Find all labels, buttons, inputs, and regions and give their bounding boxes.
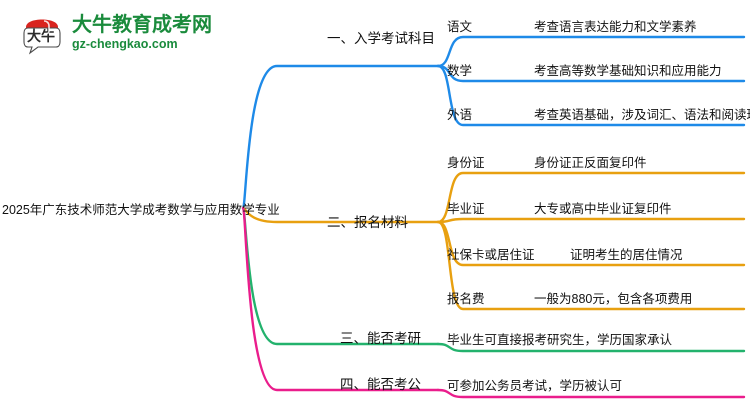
leaf-key-1-2[interactable]: 数学	[447, 64, 473, 78]
leaf-key-1-3[interactable]: 外语	[447, 108, 473, 122]
leaf-key-1-1[interactable]: 语文	[447, 20, 473, 34]
leaf-key-2-1[interactable]: 身份证	[447, 156, 485, 170]
leaf-value-4-1[interactable]: 可参加公务员考试，学历被认可	[447, 379, 623, 393]
leaf-value-1-1[interactable]: 考查语言表达能力和文学素养	[534, 20, 697, 34]
leaf-value-3-1[interactable]: 毕业生可直接报考研究生，学历国家承认	[447, 333, 673, 347]
logo-mark-icon: 大牛	[18, 9, 66, 57]
logo-url: gz-chengkao.com	[72, 37, 178, 52]
leaf-value-2-4[interactable]: 一般为880元，包含各项费用	[534, 292, 693, 306]
leaf-value-2-2[interactable]: 大专或高中毕业证复印件	[534, 202, 672, 216]
site-logo: 大牛 大牛教育成考网 gz-chengkao.com	[18, 6, 212, 60]
svg-text:大牛: 大牛	[27, 28, 55, 44]
leaf-value-1-2[interactable]: 考查高等数学基础知识和应用能力	[534, 64, 722, 78]
connector	[436, 217, 746, 224]
leaf-value-1-3[interactable]: 考查英语基础，涉及词汇、语法和阅读理解	[534, 108, 750, 122]
branch-label-3[interactable]: 三、能否考研	[340, 331, 421, 346]
connector	[241, 64, 440, 210]
branch-label-4[interactable]: 四、能否考公	[340, 377, 421, 392]
leaf-key-2-2[interactable]: 毕业证	[447, 202, 485, 216]
branch-label-1[interactable]: 一、入学考试科目	[327, 31, 435, 46]
branch-label-2[interactable]: 二、报名材料	[327, 215, 408, 230]
leaf-key-2-4[interactable]: 报名费	[447, 292, 485, 306]
connector	[241, 206, 440, 392]
logo-title: 大牛教育成考网	[72, 14, 212, 37]
leaf-value-2-1[interactable]: 身份证正反面复印件	[534, 156, 647, 170]
leaf-key-2-3[interactable]: 社保卡或居住证	[447, 248, 535, 262]
leaf-value-2-3[interactable]: 证明考生的居住情况	[570, 248, 683, 262]
root-node-label[interactable]: 2025年广东技术师范大学成考数学与应用数学专业	[2, 203, 280, 217]
